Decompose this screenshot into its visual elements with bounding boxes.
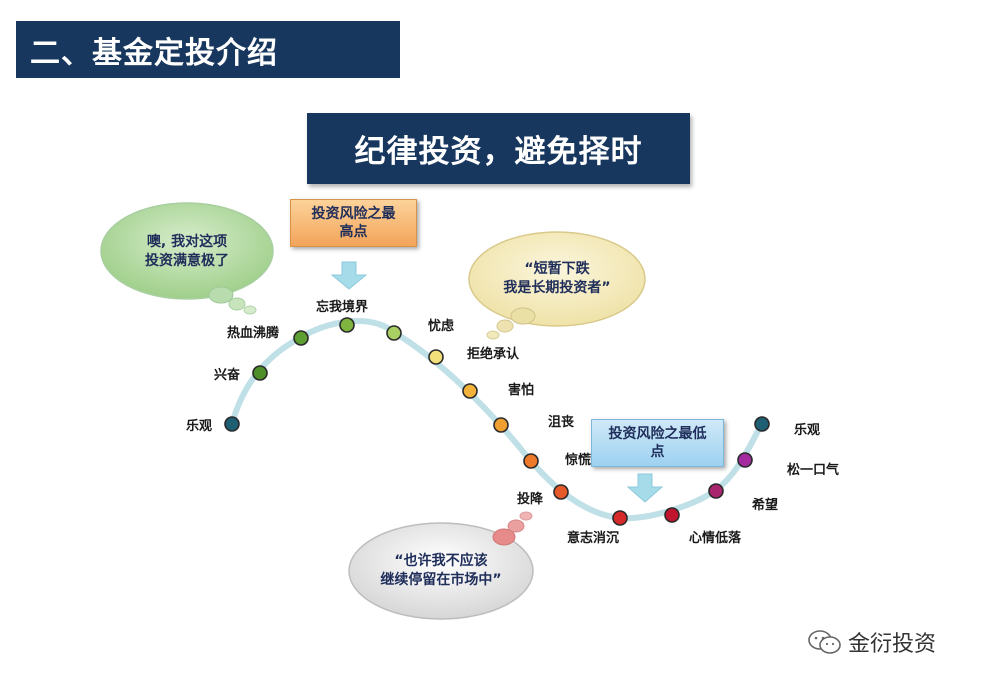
stage-label-excitement: 兴奋 (214, 368, 241, 383)
stage-label-depression: 沮丧 (548, 415, 575, 430)
callout-high-line1: 投资风险之最 (311, 206, 396, 222)
stage-dot-13 (737, 452, 753, 468)
stage-dot-2 (293, 330, 309, 346)
stage-dot-6 (462, 383, 478, 399)
stage-label-capitulation: 投降 (517, 492, 544, 507)
stage-label-panic: 惊慌 (565, 453, 592, 468)
stage-label-depressed: 心情低落 (689, 531, 742, 546)
callout-low-line1: 投资风险之最低 (608, 426, 707, 442)
stage-label-optimism-start: 乐观 (186, 419, 213, 434)
stage-dots (224, 317, 770, 526)
stage-label-despondency: 意志消沉 (567, 531, 620, 546)
stage-dot-14 (754, 416, 770, 432)
watermark-text: 金衍投资 (848, 632, 937, 657)
stage-dot-5 (428, 349, 444, 365)
stage-label-thrill: 热血沸腾 (227, 326, 280, 341)
arrow-down-low-icon (626, 473, 664, 503)
stage-dot-11 (664, 507, 680, 523)
arrow-down-high-icon (330, 261, 368, 290)
stage-dot-7 (493, 417, 509, 433)
wechat-icon (808, 630, 841, 654)
callout-high-line2: 高点 (339, 224, 368, 240)
stage-dot-0 (224, 416, 240, 432)
bubble-text-long-term: “短暂下跌 我是长期投资者” (503, 261, 611, 296)
callout-highest-risk: 投资风险之最 高点 (290, 199, 417, 247)
stage-dot-10 (612, 510, 628, 526)
callout-lowest-risk: 投资风险之最低 点 (591, 419, 724, 467)
thought-bubble-long-term (468, 231, 646, 340)
stage-label-denial: 拒绝承认 (467, 347, 520, 362)
header-title: 二、基金定投介绍 (16, 21, 400, 78)
stage-label-relief: 松一口气 (787, 463, 840, 478)
stage-label-optimism-end: 乐观 (794, 423, 821, 438)
stage-label-euphoria: 忘我境界 (316, 300, 369, 315)
main-title: 纪律投资，避免择时 (307, 113, 690, 184)
stage-dot-9 (553, 484, 569, 500)
thought-bubble-satisfied (100, 202, 274, 315)
stage-label-anxiety: 忧虑 (428, 319, 455, 334)
bubble-text-satisfied: 噢, 我对这项 投资满意极了 (145, 234, 229, 269)
watermark: 金衍投资 (808, 626, 936, 658)
stage-dot-3 (339, 317, 355, 333)
stage-dot-4 (386, 325, 402, 341)
stage-label-hope: 希望 (752, 498, 779, 513)
stage-label-fear: 害怕 (508, 383, 535, 398)
stage-dot-12 (708, 483, 724, 499)
callout-low-line2: 点 (650, 444, 665, 460)
bubble-text-doubt: “也许我不应该 继续停留在市场中” (380, 553, 502, 588)
thought-bubble-doubt (348, 511, 534, 620)
stage-dot-1 (252, 365, 268, 381)
stage-dot-8 (523, 453, 539, 469)
